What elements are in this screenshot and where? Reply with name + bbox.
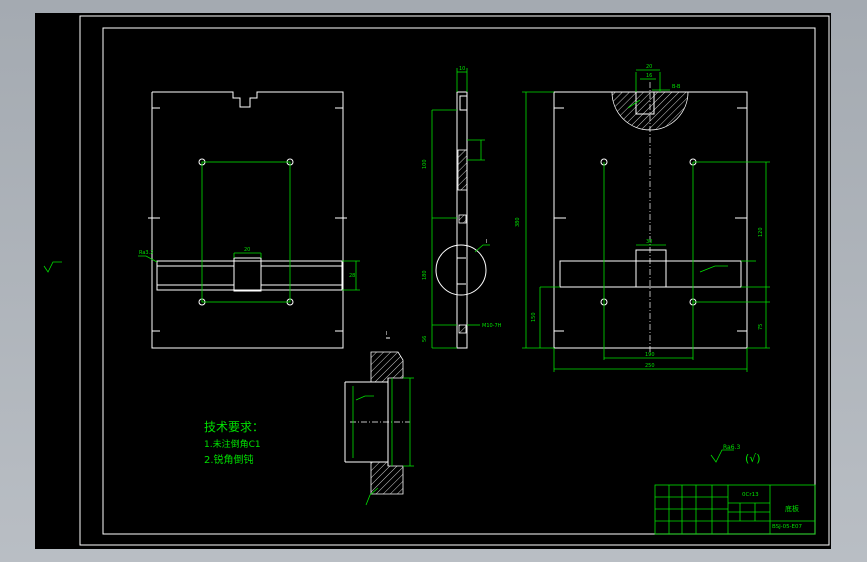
notes-item-1: 1.未注倒角C1 xyxy=(204,438,261,450)
sheet-outer-frame xyxy=(79,15,830,546)
right-slot-mid: 16 xyxy=(646,73,652,79)
drawing-sheet xyxy=(35,13,831,549)
front-slot-height: 28 xyxy=(349,273,355,279)
notes-item-2: 2.锐角倒钝 xyxy=(204,453,254,466)
front-slot-width: 20 xyxy=(244,247,250,253)
margin-roughness-symbol xyxy=(43,261,62,273)
right-view: 190 250 120 75 150 380 30 20 16 B-B xyxy=(515,64,770,372)
side-detail-label: I xyxy=(486,239,487,245)
side-height-b: 180 xyxy=(422,270,428,280)
right-slot-top: 20 xyxy=(646,64,652,70)
right-section-label: B-B xyxy=(672,84,681,90)
title-part-name: 底板 xyxy=(785,504,799,513)
title-block: 0Cr13 底板 BSJ-05-E07 xyxy=(654,484,816,535)
side-view: 10 100 180 56 M10-7H I xyxy=(422,66,502,349)
surface-finish-general: (√) xyxy=(745,452,761,465)
side-height-a: 100 xyxy=(422,159,428,169)
front-roughness: Ra3.2 xyxy=(139,250,153,256)
right-width-a: 190 xyxy=(645,352,655,358)
sheet-inner-frame xyxy=(102,27,816,535)
detail-label: I xyxy=(386,331,387,337)
side-top-width: 10 xyxy=(459,66,465,72)
right-slot-width: 30 xyxy=(646,239,652,245)
right-height-a: 120 xyxy=(758,227,764,237)
right-total-height: 380 xyxy=(515,217,521,227)
title-drawing-number: BSJ-05-E07 xyxy=(772,524,803,530)
right-height-c: 75 xyxy=(758,324,764,330)
surface-finish-note: Ra6.3 (√) xyxy=(710,444,761,465)
front-view: 20 28 Ra3.2 xyxy=(138,91,360,349)
side-thread-note: M10-7H xyxy=(482,323,502,329)
detail-view: I xyxy=(344,331,414,506)
side-height-c: 56 xyxy=(422,336,428,342)
technical-notes: 技术要求： 1.未注倒角C1 2.锐角倒钝 xyxy=(204,420,264,466)
surface-finish-symbol: Ra6.3 xyxy=(723,444,740,451)
right-height-b: 150 xyxy=(531,312,537,322)
notes-title: 技术要求： xyxy=(204,420,264,434)
title-material: 0Cr13 xyxy=(742,492,759,498)
right-width-b: 250 xyxy=(645,363,655,369)
